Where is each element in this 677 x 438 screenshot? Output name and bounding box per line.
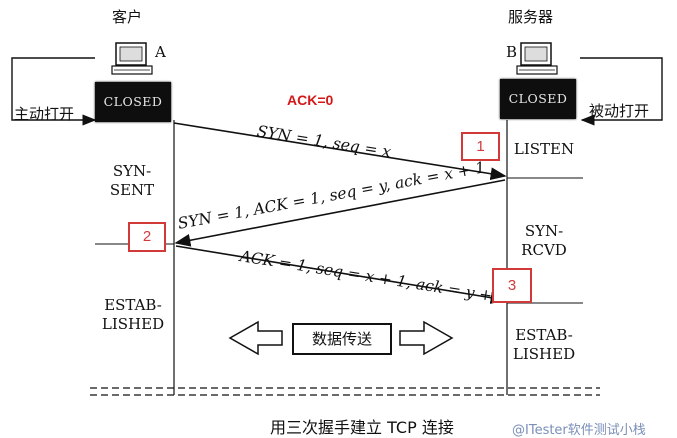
passive-open-label: 被动打开 [589,102,650,120]
client-title: 客户 [112,8,143,26]
client-state-established: ESTAB- LISHED [101,296,165,333]
active-open-label: 主动打开 [14,105,75,123]
client-closed-state: CLOSED [95,82,171,122]
step-marker-1: 1 [461,132,500,161]
passive-open-arrow [580,57,663,126]
step-marker-3: 3 [492,268,532,303]
server-computer-icon [516,42,558,75]
active-open-arrow [11,57,97,126]
ack-arrow [175,245,507,304]
client-computer-icon [111,42,153,75]
data-transfer-box: 数据传送 [292,323,392,355]
server-closed-state: CLOSED [500,79,576,119]
server-state-syn-rcvd: SYN- RCVD [521,222,567,259]
watermark: @ITester软件测试小栈 [512,423,646,438]
diagram-caption: 用三次握手建立 TCP 连接 [270,418,454,437]
client-letter: A [155,43,166,61]
server-letter: B [506,43,518,61]
ack0-label: ACK=0 [287,92,334,108]
syn-arrow [173,122,507,181]
client-state-syn-sent: SYN- SENT [109,162,155,199]
server-state-established: ESTAB- LISHED [512,326,576,363]
server-title: 服务器 [508,8,554,26]
step-marker-2: 2 [128,222,166,252]
server-state-listen: LISTEN [513,140,575,158]
data-transfer-arrow [228,320,454,356]
syn-ack-arrow [174,179,506,247]
